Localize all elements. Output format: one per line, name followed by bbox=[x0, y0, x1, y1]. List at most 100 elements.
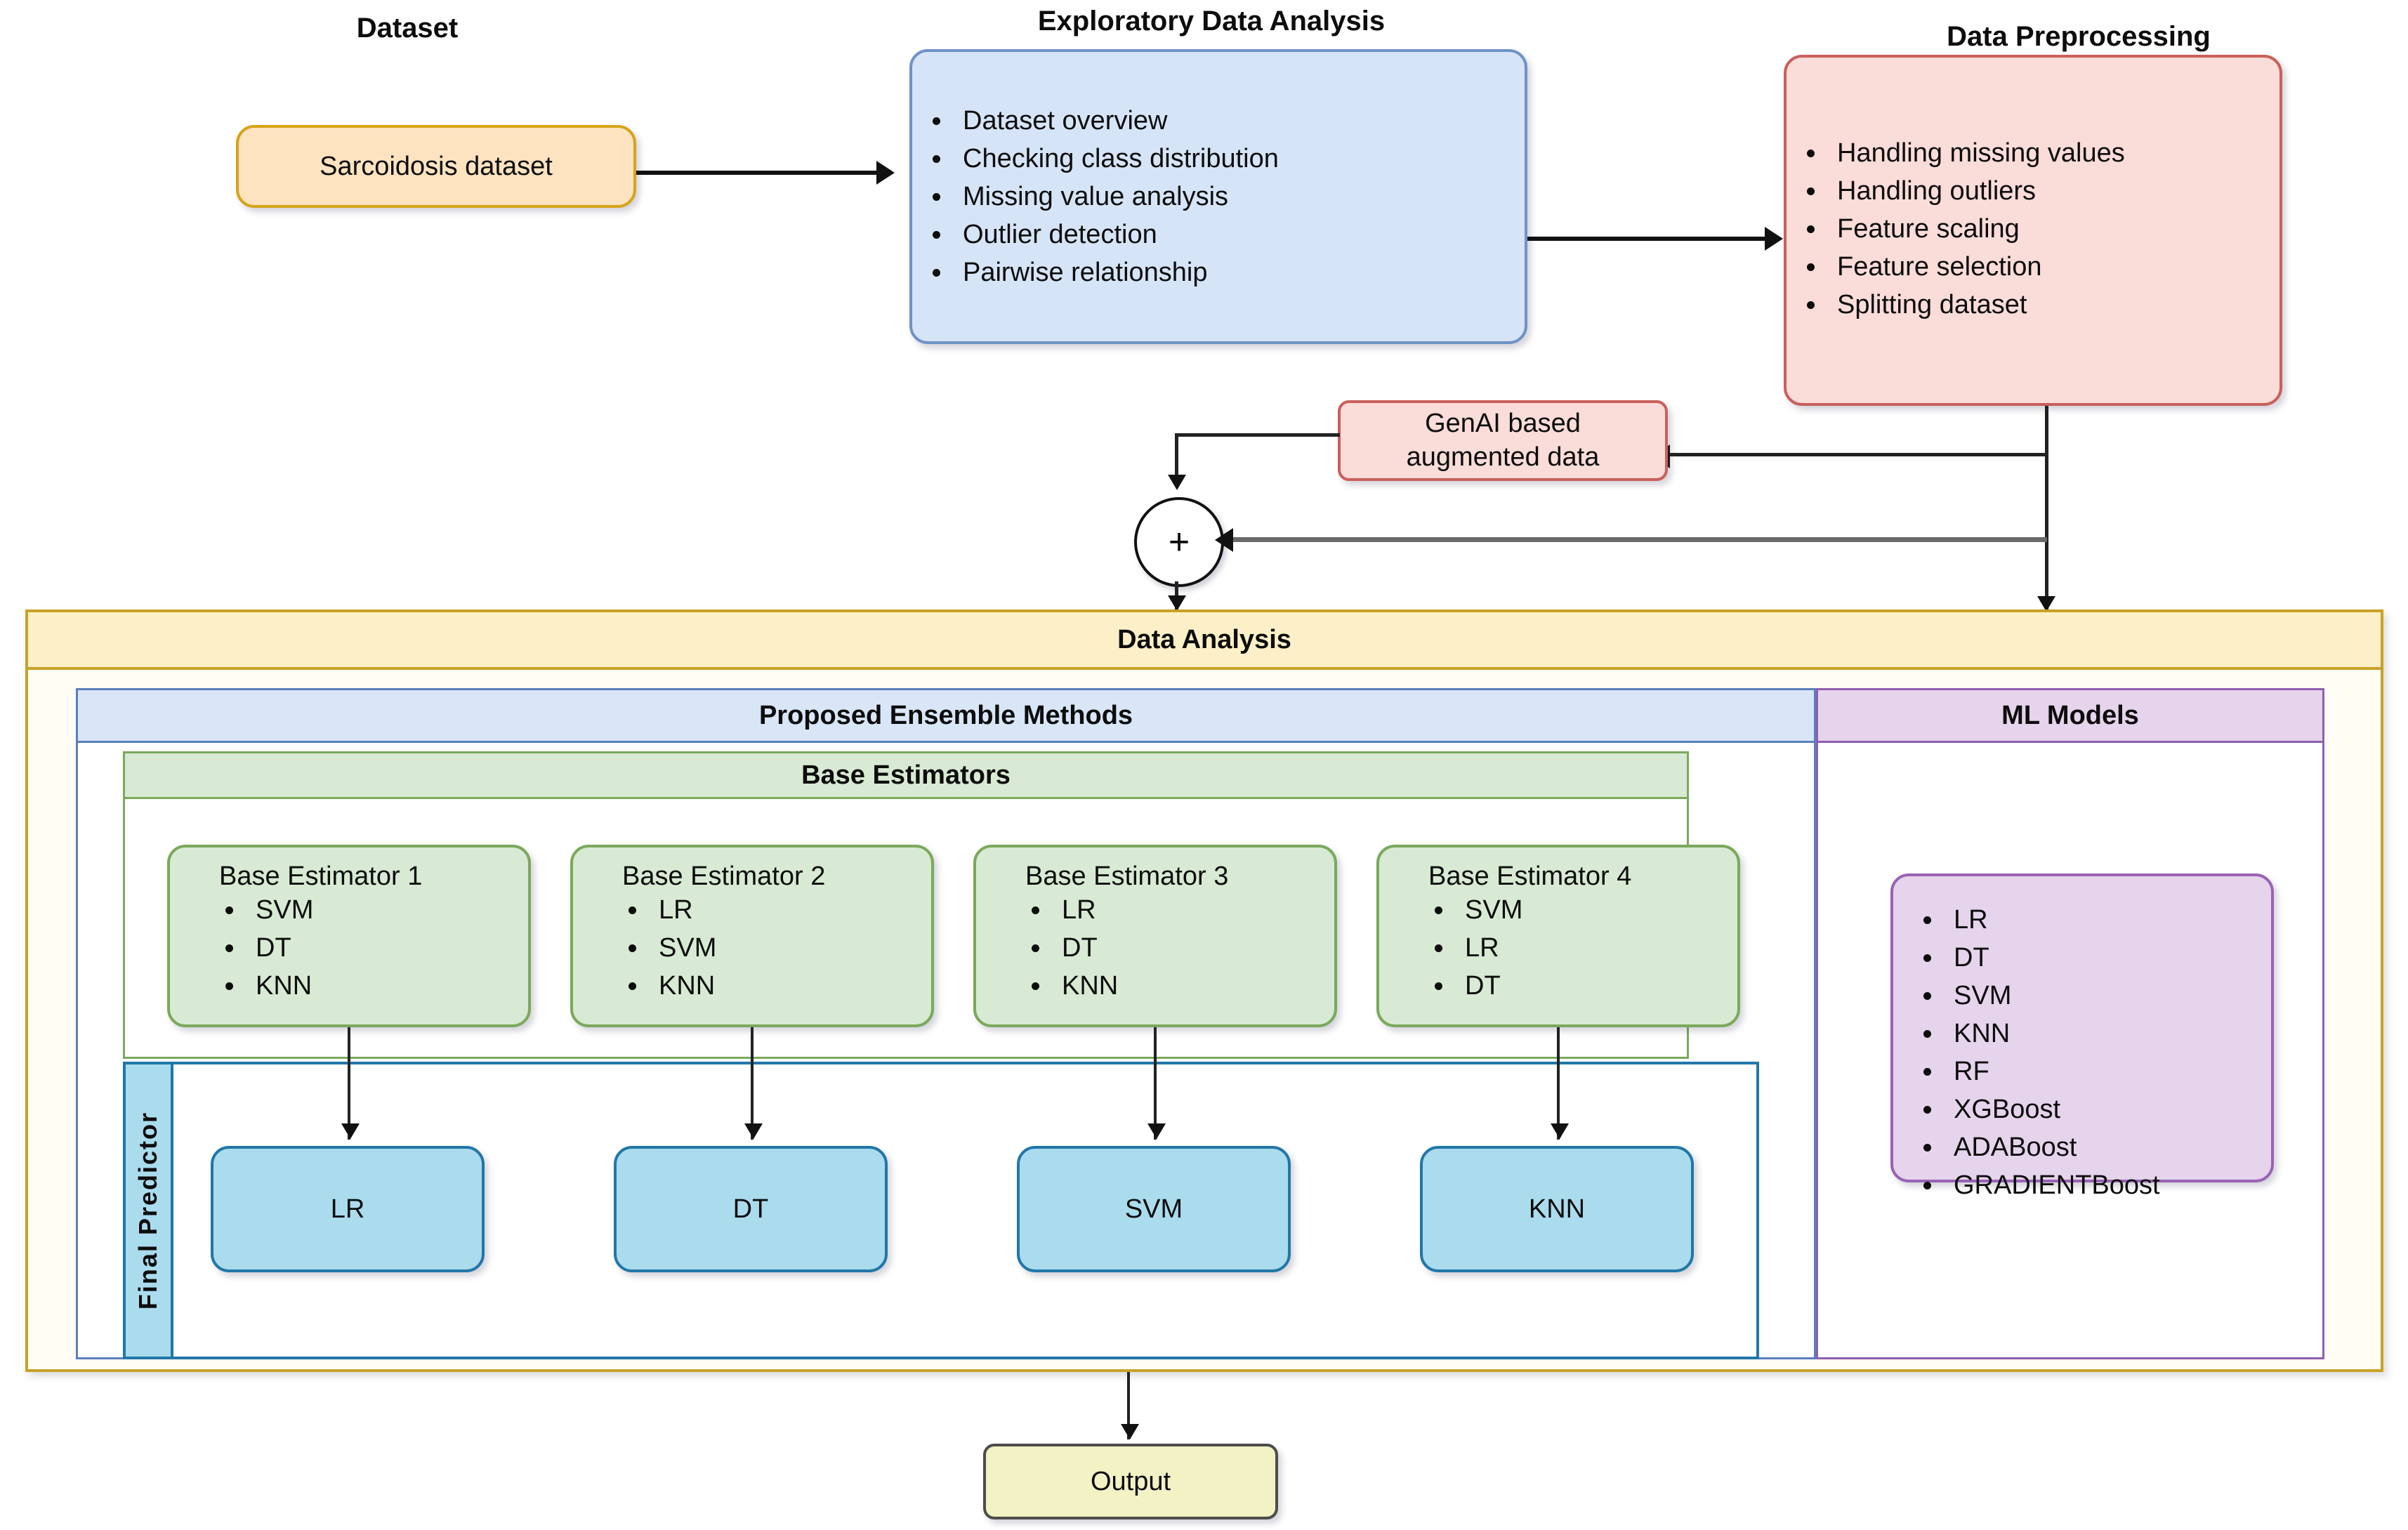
list-item: Pairwise relationship bbox=[953, 254, 1525, 292]
ml-models-title: ML Models bbox=[2001, 700, 2139, 730]
base-estimator-list: SVM LR DT bbox=[1428, 892, 1737, 1005]
final-predictor-title: Final Predictor bbox=[133, 1111, 162, 1310]
final-predictor-label: LR bbox=[330, 1194, 365, 1224]
base-estimator-card-1[interactable]: Base Estimator 1 SVM DT KNN bbox=[167, 845, 531, 1027]
list-item: KNN bbox=[649, 968, 931, 1005]
base-estimators-header: Base Estimators bbox=[123, 751, 1689, 799]
base-estimator-card-2[interactable]: Base Estimator 2 LR SVM KNN bbox=[570, 845, 934, 1027]
base-estimator-card-4[interactable]: Base Estimator 4 SVM LR DT bbox=[1376, 845, 1740, 1027]
list-item: KNN bbox=[1052, 968, 1334, 1005]
base-estimator-list: LR SVM KNN bbox=[622, 892, 931, 1005]
base-estimators-title: Base Estimators bbox=[801, 760, 1011, 790]
base-estimator-list: SVM DT KNN bbox=[219, 892, 528, 1005]
connector-preprocessing-to-data-analysis bbox=[2045, 453, 2048, 607]
data-analysis-title: Data Analysis bbox=[1117, 624, 1291, 654]
list-item: SVM bbox=[1944, 977, 2271, 1015]
list-item: LR bbox=[1052, 892, 1334, 930]
list-item: DT bbox=[1944, 939, 2271, 977]
list-item: Outlier detection bbox=[953, 216, 1525, 254]
final-predictor-card-dt[interactable]: DT bbox=[614, 1146, 888, 1272]
base-estimator-title: Base Estimator 3 bbox=[1025, 862, 1229, 891]
list-item: SVM bbox=[1455, 892, 1737, 930]
arrow-est3-to-pred3 bbox=[1147, 1123, 1166, 1139]
caption-data-preprocessing: Data Preprocessing bbox=[1947, 21, 2211, 52]
connector-est2-to-pred2 bbox=[751, 1027, 754, 1140]
list-item: KNN bbox=[1944, 1015, 2271, 1053]
preprocessing-list: Handling missing values Handling outlier… bbox=[1787, 135, 2279, 324]
final-predictor-card-knn[interactable]: KNN bbox=[1420, 1146, 1694, 1272]
base-estimator-title: Base Estimator 1 bbox=[219, 862, 423, 891]
caption-dataset: Dataset bbox=[356, 13, 459, 44]
arrow-est4-to-pred4 bbox=[1551, 1123, 1569, 1139]
connector-eda-to-preprocessing bbox=[1527, 237, 1766, 241]
list-item: Handling outliers bbox=[1827, 173, 2279, 211]
arrow-junction-to-data-analysis bbox=[1168, 595, 1186, 611]
ml-models-header: ML Models bbox=[1816, 688, 2324, 743]
final-predictor-label: KNN bbox=[1528, 1194, 1586, 1224]
arrow-into-junction bbox=[1215, 528, 1233, 552]
ml-models-node[interactable]: LR DT SVM KNN RF XGBoost ADABoost GRADIE… bbox=[1890, 873, 2274, 1200]
base-estimator-title: Base Estimator 4 bbox=[1428, 862, 1632, 891]
arrow-est1-to-pred1 bbox=[341, 1123, 360, 1139]
list-item: RF bbox=[1944, 1053, 2271, 1091]
sum-junction-symbol: + bbox=[1168, 522, 1190, 562]
sum-junction: + bbox=[1134, 497, 1224, 587]
preprocessing-node[interactable]: Handling missing values Handling outlier… bbox=[1784, 55, 2282, 406]
final-predictor-label: SVM bbox=[1124, 1194, 1183, 1224]
list-item: LR bbox=[649, 892, 931, 930]
list-item: ADABoost bbox=[1944, 1129, 2271, 1167]
final-predictor-card-lr[interactable]: LR bbox=[211, 1146, 485, 1272]
connector-est4-to-pred4 bbox=[1557, 1027, 1560, 1140]
list-item: SVM bbox=[246, 892, 528, 930]
list-item: KNN bbox=[246, 968, 528, 1005]
list-item: Feature selection bbox=[1827, 249, 2279, 286]
final-predictor-label: DT bbox=[732, 1194, 769, 1224]
final-predictor-card-svm[interactable]: SVM bbox=[1017, 1146, 1291, 1272]
eda-node[interactable]: Dataset overview Checking class distribu… bbox=[909, 49, 1527, 344]
caption-exploratory-data-analysis: Exploratory Data Analysis bbox=[1037, 6, 1386, 37]
genai-node[interactable]: GenAI based augmented data bbox=[1338, 400, 1668, 481]
data-analysis-header: Data Analysis bbox=[25, 609, 2383, 670]
list-item: XGBoost bbox=[1944, 1091, 2271, 1129]
list-item: GRADIENTBoost bbox=[1944, 1167, 2271, 1205]
connector-genai-to-junction bbox=[1175, 433, 1340, 437]
list-item: DT bbox=[1052, 930, 1334, 968]
connector-genai-to-junction-down bbox=[1175, 433, 1178, 479]
connector-preprocessing-to-junction bbox=[1225, 537, 2047, 542]
list-item: Feature scaling bbox=[1827, 211, 2279, 249]
list-item: Missing value analysis bbox=[953, 178, 1525, 216]
ml-models-list: LR DT SVM KNN RF XGBoost ADABoost GRADIE… bbox=[1893, 902, 2271, 1205]
base-estimator-list: LR DT KNN bbox=[1025, 892, 1334, 1005]
eda-list: Dataset overview Checking class distribu… bbox=[912, 103, 1525, 292]
list-item: SVM bbox=[649, 930, 931, 968]
arrow-est2-to-pred2 bbox=[744, 1123, 763, 1139]
arrow-eda-to-preprocessing bbox=[1765, 227, 1783, 251]
connector-data-analysis-to-output bbox=[1127, 1372, 1130, 1439]
ensemble-methods-title: Proposed Ensemble Methods bbox=[758, 700, 1133, 730]
dataset-node[interactable]: Sarcoidosis dataset bbox=[236, 125, 636, 208]
output-node[interactable]: Output bbox=[983, 1444, 1278, 1519]
base-estimator-card-3[interactable]: Base Estimator 3 LR DT KNN bbox=[973, 845, 1337, 1027]
list-item: Dataset overview bbox=[953, 103, 1525, 140]
arrow-preprocessing-to-data-analysis bbox=[2037, 596, 2055, 612]
list-item: Splitting dataset bbox=[1827, 286, 2279, 324]
dataset-node-label: Sarcoidosis dataset bbox=[320, 151, 553, 181]
arrow-genai-to-junction bbox=[1168, 475, 1186, 490]
list-item: Handling missing values bbox=[1827, 135, 2279, 173]
connector-preprocessing-to-genai bbox=[1661, 453, 2047, 456]
list-item: DT bbox=[1455, 968, 1737, 1005]
list-item: LR bbox=[1944, 902, 2271, 939]
genai-node-label-line1: GenAI based bbox=[1425, 409, 1581, 438]
arrow-dataset-to-eda bbox=[876, 161, 895, 185]
genai-node-label-line2: augmented data bbox=[1406, 442, 1600, 472]
list-item: LR bbox=[1455, 930, 1737, 968]
list-item: Checking class distribution bbox=[953, 140, 1525, 178]
base-estimator-title: Base Estimator 2 bbox=[622, 862, 826, 891]
list-item: DT bbox=[246, 930, 528, 968]
output-node-label: Output bbox=[1090, 1466, 1171, 1496]
final-predictor-tab: Final Predictor bbox=[123, 1062, 173, 1359]
arrow-data-analysis-to-output bbox=[1121, 1424, 1139, 1439]
ensemble-methods-header: Proposed Ensemble Methods bbox=[76, 688, 1816, 743]
connector-est1-to-pred1 bbox=[348, 1027, 350, 1140]
connector-est3-to-pred3 bbox=[1154, 1027, 1157, 1140]
